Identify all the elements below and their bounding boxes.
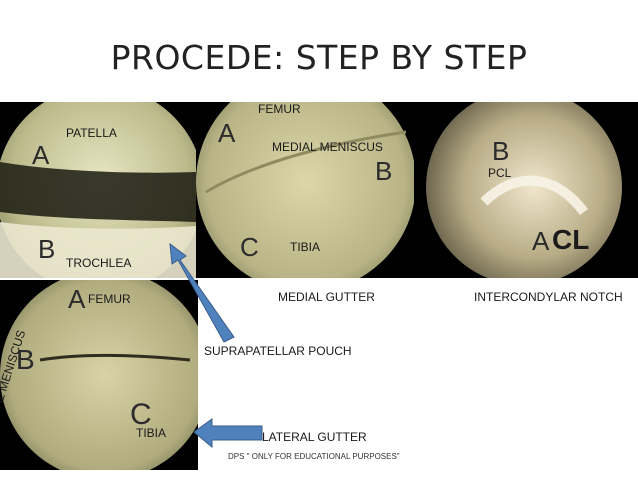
footer-disclaimer: DPS " ONLY FOR EDUCATIONAL PURPOSES" bbox=[228, 452, 400, 461]
caption-suprapatellar-pouch: SUPRAPATELLAR POUCH bbox=[204, 344, 352, 358]
label-trochlea: TROCHLEA bbox=[66, 256, 132, 270]
scope-view-3 bbox=[426, 102, 622, 278]
letter-a-4: A bbox=[68, 284, 86, 314]
arrow-suprapatellar-icon bbox=[169, 242, 235, 343]
caption-intercondylar-notch: INTERCONDYLAR NOTCH bbox=[474, 290, 623, 304]
letter-a-1: A bbox=[32, 140, 50, 170]
label-pcl: PCL bbox=[488, 166, 512, 180]
letter-b-1: B bbox=[38, 234, 56, 264]
label-tibia-top: TIBIA bbox=[290, 240, 321, 254]
scope-view-2 bbox=[196, 102, 414, 278]
letter-b-4: B bbox=[16, 344, 35, 375]
caption-lateral-gutter: LATERAL GUTTER bbox=[262, 430, 367, 444]
letter-c-2: C bbox=[240, 232, 259, 262]
slide-title: PROCEDE: STEP BY STEP bbox=[110, 38, 528, 77]
label-femur-top: FEMUR bbox=[258, 102, 301, 116]
scope-view-4 bbox=[0, 280, 198, 470]
letter-c-4: C bbox=[130, 398, 152, 431]
scope-image-suprapatellar bbox=[0, 102, 196, 278]
scope-image-lateral-gutter bbox=[0, 280, 198, 470]
label-tibia-bottom: TIBIA bbox=[136, 426, 167, 440]
arrow-lateral-gutter-icon bbox=[193, 418, 263, 449]
label-acl: CL bbox=[552, 224, 590, 255]
letter-b-2: B bbox=[375, 156, 393, 186]
label-femur-bottom: FEMUR bbox=[88, 292, 131, 306]
scope-image-medial-gutter bbox=[196, 102, 414, 278]
letter-b-3: B bbox=[492, 136, 510, 166]
scope-image-intercondylar-notch bbox=[414, 102, 638, 278]
letter-a-3: A bbox=[532, 226, 550, 256]
caption-medial-gutter: MEDIAL GUTTER bbox=[278, 290, 375, 304]
letter-a-2: A bbox=[218, 118, 236, 148]
scope-view-1 bbox=[0, 102, 196, 278]
label-patella: PATELLA bbox=[66, 126, 117, 140]
label-medial-meniscus: MEDIAL MENISCUS bbox=[272, 140, 383, 154]
